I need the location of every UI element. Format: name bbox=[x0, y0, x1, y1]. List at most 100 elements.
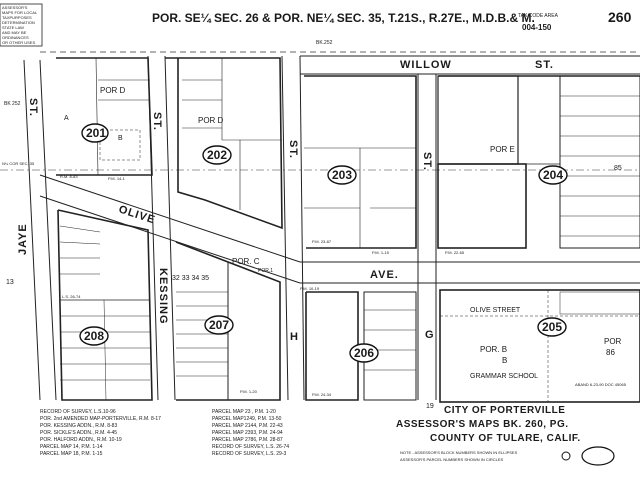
block-204 bbox=[437, 75, 640, 249]
block-ellipse bbox=[202, 145, 232, 165]
block-number: 208 bbox=[84, 329, 104, 343]
record-entry: PARCEL MAP 2144, P.M. 22-43 bbox=[212, 423, 283, 429]
jaye-street: ST. JAYE bbox=[17, 59, 57, 401]
city-name: CITY OF PORTERVILLE bbox=[444, 405, 565, 416]
map-ref: P.M. 22-65 bbox=[445, 250, 465, 255]
record-entry: POR. HALFORD ADDN., R.M. 10-19 bbox=[40, 437, 122, 443]
olive-avenue: OLIVE AVE. bbox=[39, 174, 640, 284]
map-ref: P.M. 1-15 bbox=[372, 250, 390, 255]
block-ellipse bbox=[327, 165, 357, 185]
parcel-label: B bbox=[502, 356, 507, 365]
map-ref: P.M. 1-20 bbox=[240, 389, 258, 394]
side-note: 13 bbox=[6, 279, 14, 286]
map-ref: P.M. 10-19 bbox=[300, 286, 320, 291]
parcel-label: POR.1 bbox=[258, 268, 273, 274]
tax-code-label: TAX CODE AREA bbox=[518, 13, 559, 19]
street-label: H bbox=[290, 331, 299, 343]
record-entry: POR. SICKLE'S ADDN., R.M. 4-45 bbox=[40, 430, 117, 436]
record-entry: PARCEL MAP 2393, P.M. 24-94 bbox=[212, 430, 283, 436]
stamp-line: MAPS FOR LOCAL bbox=[2, 10, 38, 15]
block-202 bbox=[165, 57, 283, 230]
stamp-line: DETERMINATION bbox=[2, 20, 35, 25]
record-entry: POR. KESSING ADDN., R.M. 8-83 bbox=[40, 423, 117, 429]
map-ref: R.M. 8-83 bbox=[60, 174, 78, 179]
block-ellipse bbox=[538, 165, 568, 185]
block-number: 201 bbox=[86, 126, 106, 140]
block-number: 202 bbox=[207, 148, 227, 162]
record-entry: PARCEL MAP1249, P.M. 13-50 bbox=[212, 416, 282, 422]
record-entry: PARCEL MAP 23 , P.M. 1-20 bbox=[212, 409, 276, 415]
parcel-label: B bbox=[118, 135, 123, 142]
stamp-line: AND MAY BE bbox=[2, 30, 27, 35]
parcel-label: POR D bbox=[100, 86, 126, 95]
parcel-label: 85 bbox=[614, 165, 622, 172]
street-label: JAYE bbox=[17, 223, 29, 255]
parcel-label: 86 bbox=[606, 348, 615, 357]
street-label: OLIVE STREET bbox=[470, 307, 521, 314]
block-205 bbox=[439, 289, 640, 403]
stamp-line: ORDINANCES bbox=[2, 35, 29, 40]
record-entry: RECORD OF SURVEY, L.S.10-96 bbox=[40, 409, 116, 415]
disclaimer-stamp: ASSESSOR'S MAPS FOR LOCAL TAXPURPOSES DE… bbox=[0, 3, 43, 47]
block-ellipse bbox=[349, 343, 379, 363]
parcel-label: POR E bbox=[490, 145, 515, 154]
county-line: COUNTY OF TULARE, CALIF. bbox=[430, 433, 581, 444]
block-ellipse bbox=[537, 317, 567, 337]
parcel-label: POR. C bbox=[232, 257, 260, 266]
street-label: ST. bbox=[421, 152, 433, 171]
street-label: G bbox=[425, 329, 435, 341]
street-label: ST. bbox=[287, 140, 299, 159]
record-entry: POR. 2nd AMENDED MAP-PORTERVILLE, R.M. 8… bbox=[40, 416, 161, 422]
map-ref: L.S. 26-74 bbox=[62, 294, 81, 299]
street-label: ST. bbox=[27, 98, 39, 117]
block-208 bbox=[57, 209, 153, 401]
legend-note: ASSESSOR'S PARCEL NUMBERS SHOWN IN CIRCL… bbox=[400, 457, 504, 462]
block-number: 205 bbox=[542, 320, 562, 334]
record-entry: PARCEL MAP 2786, P.M. 28-87 bbox=[212, 437, 283, 443]
street-label: WILLOW bbox=[400, 59, 452, 71]
street-label: KESSING bbox=[157, 268, 169, 325]
legend-ellipse bbox=[581, 446, 615, 466]
side-note: N¼ COR SEC. 35 bbox=[2, 161, 35, 166]
map-ref: P.M. 24-34 bbox=[312, 392, 332, 397]
block-number: 204 bbox=[543, 168, 563, 182]
record-entry: PARCEL MAP 14, P.M. 1-14 bbox=[40, 444, 103, 450]
kessing-street: ST. KESSING bbox=[147, 55, 176, 401]
map-ref: P.M. 14-1 bbox=[108, 176, 126, 181]
stamp-line: STATE LAW bbox=[2, 25, 24, 30]
parcel-label: A bbox=[64, 115, 69, 122]
willow-street: WILLOW ST. bbox=[300, 55, 640, 75]
block-201 bbox=[56, 57, 153, 176]
legend-circle bbox=[561, 451, 571, 461]
street-label: ST. bbox=[535, 59, 554, 71]
page-number: 260 bbox=[608, 9, 632, 25]
street-label: OLIVE bbox=[117, 203, 157, 226]
parcel-label: GRAMMAR SCHOOL bbox=[470, 373, 538, 380]
parcel-label: POR. B bbox=[480, 345, 507, 354]
block-203 bbox=[304, 75, 417, 249]
stamp-line: TAXPURPOSES bbox=[2, 15, 32, 20]
side-note: 19 bbox=[426, 403, 434, 410]
block-number: 206 bbox=[354, 346, 374, 360]
block-ellipse bbox=[81, 123, 109, 143]
recorded-maps-mid: PARCEL MAP 23 , P.M. 1-20 PARCEL MAP1249… bbox=[212, 409, 289, 457]
record-entry: RECORD OF SURVEY, L.S. 29-3 bbox=[212, 451, 287, 457]
stamp-line: ASSESSOR'S bbox=[2, 5, 28, 10]
assessor-line: ASSESSOR'S MAPS BK. 260, PG. bbox=[396, 419, 569, 430]
stamp-line: OR OTHER USES bbox=[2, 40, 35, 45]
block-ellipse bbox=[79, 326, 109, 346]
block-ellipse bbox=[204, 315, 234, 335]
tax-code: 004-150 bbox=[522, 23, 552, 32]
street-label: ST. bbox=[151, 112, 163, 131]
block-number: 207 bbox=[209, 318, 229, 332]
parcel-label: 32 33 34 35 bbox=[172, 275, 209, 282]
record-entry: RECORD OF SURVEY, L.S. 26-74 bbox=[212, 444, 289, 450]
side-note: BK 252 bbox=[4, 101, 21, 107]
map-ref: P.M. 23-87 bbox=[312, 239, 332, 244]
e-g-street: ST. G bbox=[417, 74, 437, 400]
map-title: POR. SE¼ SEC. 26 & POR. NE¼ SEC. 35, T.2… bbox=[152, 11, 535, 25]
block-207 bbox=[175, 241, 281, 401]
recorded-maps-left: RECORD OF SURVEY, L.S.10-96 POR. 2nd AME… bbox=[40, 409, 161, 457]
title-block: CITY OF PORTERVILLE ASSESSOR'S MAPS BK. … bbox=[396, 405, 615, 466]
